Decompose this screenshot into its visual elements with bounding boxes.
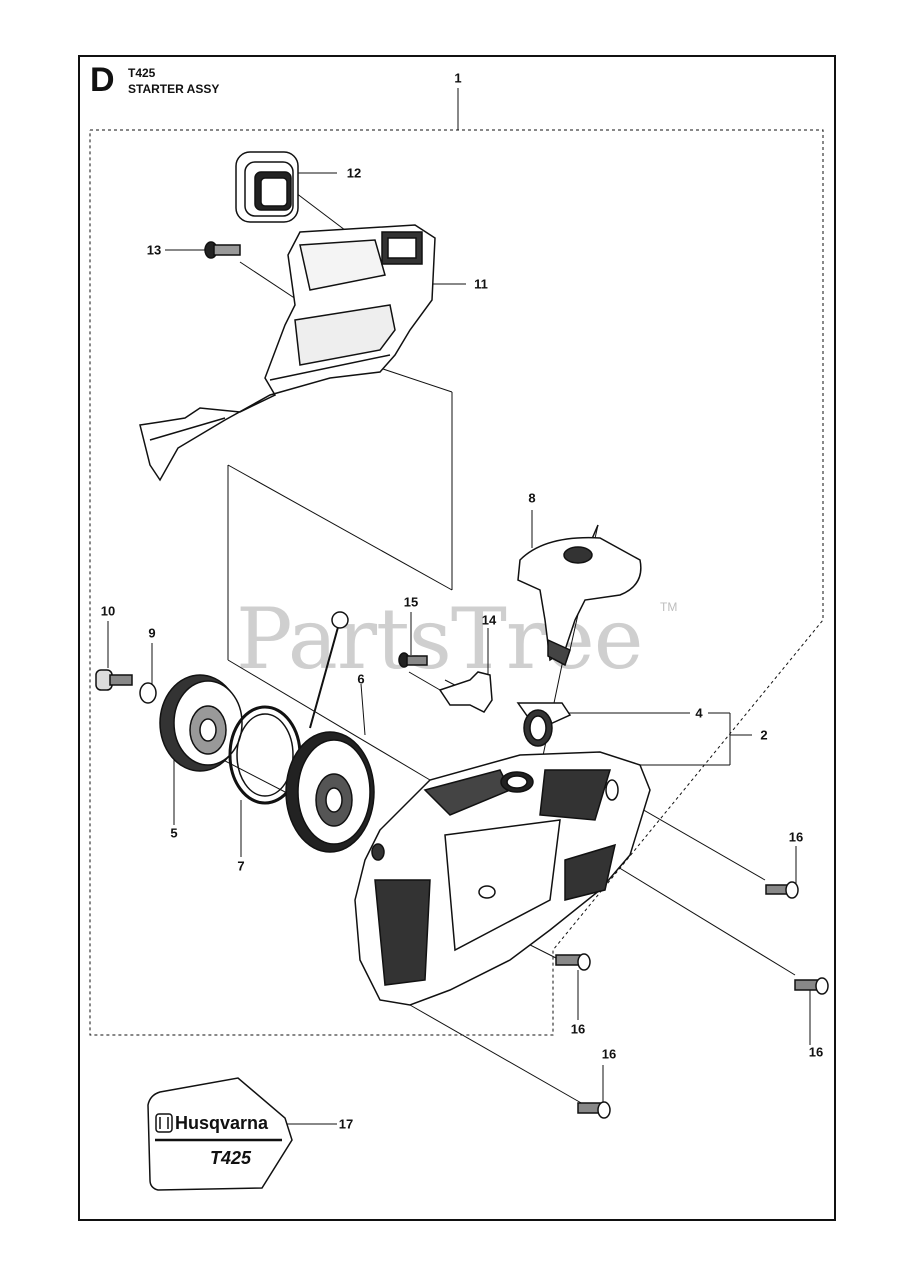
- callout-14: 14: [481, 612, 497, 628]
- handle-8: [517, 524, 642, 667]
- callout-16-a: 16: [788, 829, 804, 845]
- bolt-10: [95, 669, 133, 691]
- callout-4: 4: [695, 705, 703, 721]
- callout-8: 8: [528, 490, 536, 506]
- callout-10: 10: [100, 603, 116, 619]
- bushing-4: [516, 702, 572, 747]
- callout-11: 11: [474, 276, 488, 292]
- bracket-14: [438, 671, 493, 713]
- callout-1: 1: [454, 70, 462, 86]
- callout-5: 5: [170, 825, 178, 841]
- callout-9: 9: [148, 625, 156, 641]
- callout-12: 12: [346, 165, 362, 181]
- decal-brand-text: Husqvarna: [175, 1113, 269, 1133]
- callout-16-d: 16: [601, 1046, 617, 1062]
- callout-6: 6: [357, 671, 365, 687]
- section-letter: D: [90, 61, 115, 99]
- cover-part: [139, 224, 436, 482]
- screw-16-d: [577, 1101, 611, 1119]
- callout-17: 17: [338, 1116, 354, 1132]
- callout-7: 7: [237, 858, 245, 874]
- callout-2: 2: [760, 727, 768, 743]
- pulley-5: [159, 674, 243, 772]
- starter-housing-2: [354, 751, 651, 1006]
- screw-16-a: [765, 881, 799, 899]
- washer-9: [139, 682, 157, 704]
- decal-17: [147, 1077, 293, 1191]
- grommet-part: [235, 151, 299, 223]
- model-code: T425: [128, 66, 156, 80]
- assembly-dashed-outline: [89, 129, 824, 1036]
- watermark-trademark: TM: [660, 600, 678, 614]
- callout-13: 13: [146, 242, 162, 258]
- assembly-title: STARTER ASSY: [128, 82, 220, 96]
- husqvarna-crown-logo: [155, 1113, 173, 1133]
- screw-16-c: [555, 953, 591, 971]
- screw-13: [204, 241, 241, 259]
- spring-housing-6: [285, 611, 375, 853]
- decal-model-text: T425: [210, 1148, 252, 1168]
- callout-15: 15: [403, 594, 419, 610]
- diagram-frame: [78, 55, 836, 1221]
- screw-15: [398, 652, 428, 668]
- screw-16-b: [794, 977, 829, 995]
- callout-16-c: 16: [808, 1044, 824, 1060]
- callout-16-b: 16: [570, 1021, 586, 1037]
